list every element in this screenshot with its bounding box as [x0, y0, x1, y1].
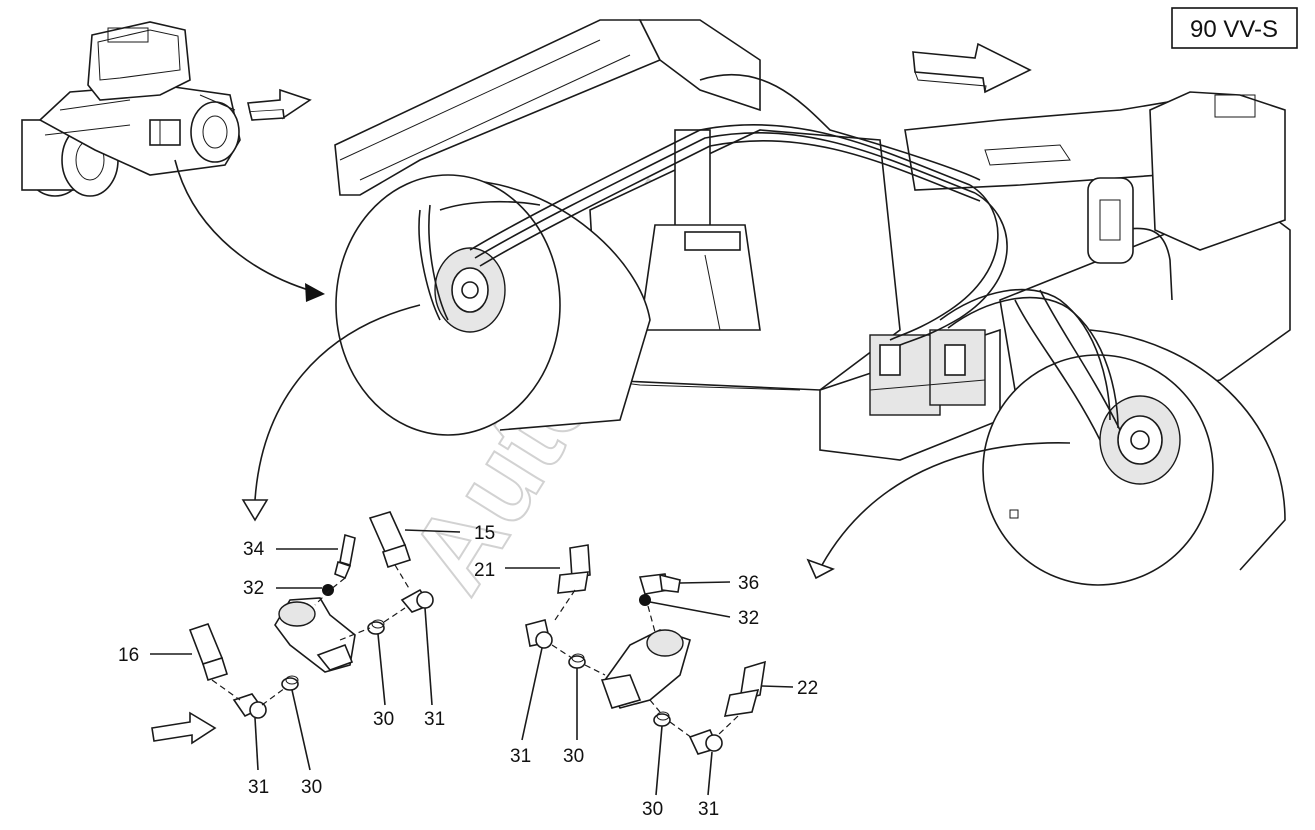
- callout-31-right-lower: 31: [698, 799, 719, 820]
- direction-arrow-overview: [247, 88, 312, 121]
- part-30-right-upper: [568, 653, 586, 669]
- callout-31-right-upper: 31: [510, 746, 531, 767]
- part-15: [368, 511, 412, 569]
- machine-frame: [334, 19, 1291, 461]
- callout-labels: 34 15 32 21 36 32 16 22 30 31 31 30 31 3…: [118, 523, 818, 820]
- part-21: [557, 544, 591, 594]
- callout-16: 16: [118, 645, 139, 666]
- right-drum-leader-arrow: [806, 442, 1071, 580]
- part-32-left: [322, 584, 334, 596]
- callout-21: 21: [474, 560, 495, 581]
- part-31-left-lower: [232, 693, 267, 719]
- pump-assembly: [869, 329, 986, 416]
- part-30-left-lower: [281, 675, 299, 691]
- callout-31-left-lower: 31: [248, 777, 269, 798]
- callout-32-left: 32: [243, 578, 264, 599]
- part-31-right-upper: [525, 619, 553, 649]
- roller-overview: [21, 21, 241, 197]
- mirror: [1087, 177, 1134, 264]
- right-drum: [982, 329, 1286, 586]
- left-motor: [274, 597, 356, 673]
- callout-30-left-upper: 30: [373, 709, 394, 730]
- left-drum-leader-arrow: [241, 304, 421, 522]
- callout-32-right: 32: [738, 608, 759, 629]
- direction-arrow-small: [151, 711, 217, 745]
- part-34: [334, 533, 356, 580]
- hydraulic-hoses: [469, 73, 1173, 441]
- callout-31-left-upper: 31: [424, 709, 445, 730]
- model-label-box: 90 VV-S: [1171, 7, 1298, 49]
- direction-arrow-main: [912, 42, 1032, 94]
- part-16: [188, 623, 229, 682]
- left-exploded-assembly: [151, 511, 434, 745]
- part-30-left-upper: [367, 619, 385, 635]
- callout-36: 36: [738, 573, 759, 594]
- part-22: [723, 660, 766, 717]
- callout-34: 34: [243, 539, 265, 560]
- part-32-right: [639, 594, 651, 606]
- part-31-right-lower: [688, 729, 723, 755]
- callout-22: 22: [797, 678, 818, 699]
- model-label: 90 VV-S: [1190, 16, 1278, 43]
- right-exploded-assembly: [525, 544, 766, 755]
- part-31-left-upper: [400, 588, 434, 613]
- callout-30-left-lower: 30: [301, 777, 322, 798]
- right-motor: [600, 629, 691, 709]
- part-36: [638, 573, 681, 595]
- overview-leader-arrow: [174, 159, 325, 302]
- callout-leaders: [150, 529, 794, 796]
- callout-30-right-lower: 30: [642, 799, 663, 820]
- part-30-right-lower: [653, 711, 671, 727]
- callout-15: 15: [474, 523, 495, 544]
- left-drum: [335, 174, 651, 436]
- callout-30-right-upper: 30: [563, 746, 584, 767]
